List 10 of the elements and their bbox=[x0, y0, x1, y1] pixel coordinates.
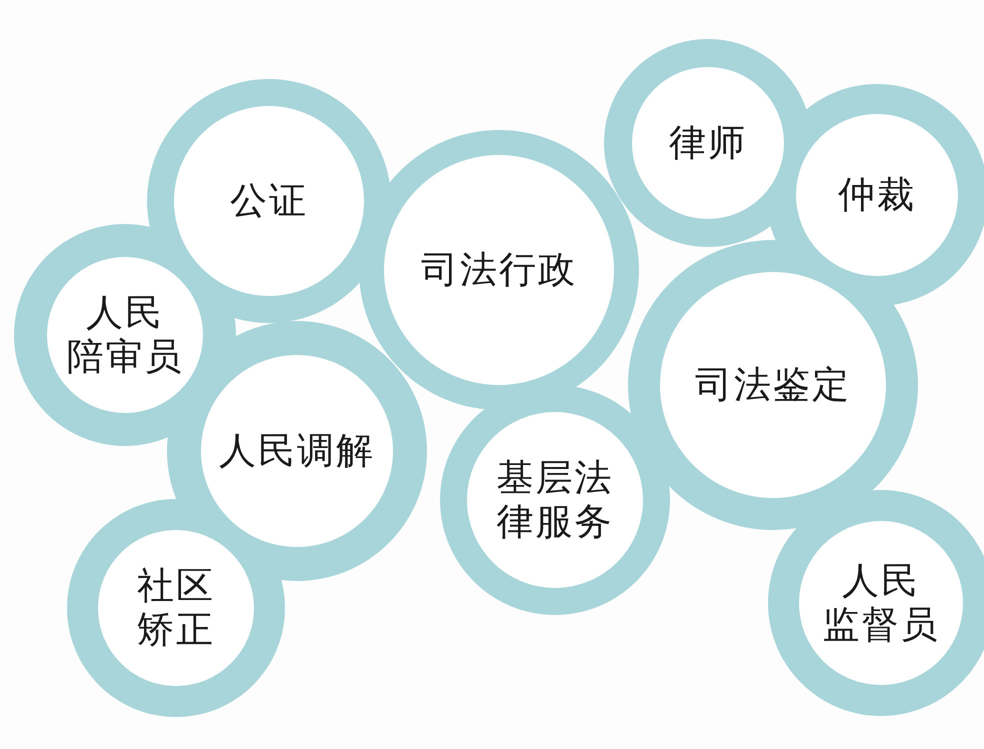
circle-label: 人民陪审员 bbox=[66, 290, 184, 380]
circle-label: 社区矫正 bbox=[137, 564, 215, 652]
circle-label: 人民监督员 bbox=[822, 558, 940, 648]
circle-label: 基层法律服务 bbox=[496, 456, 614, 544]
circle-label: 公证 bbox=[230, 178, 308, 224]
circle-label: 律师 bbox=[669, 120, 747, 166]
circle-label: 司法行政 bbox=[421, 248, 577, 292]
circle-label: 司法鉴定 bbox=[695, 362, 851, 408]
circle-label: 人民调解 bbox=[219, 428, 375, 474]
circle-label: 仲裁 bbox=[838, 172, 916, 218]
